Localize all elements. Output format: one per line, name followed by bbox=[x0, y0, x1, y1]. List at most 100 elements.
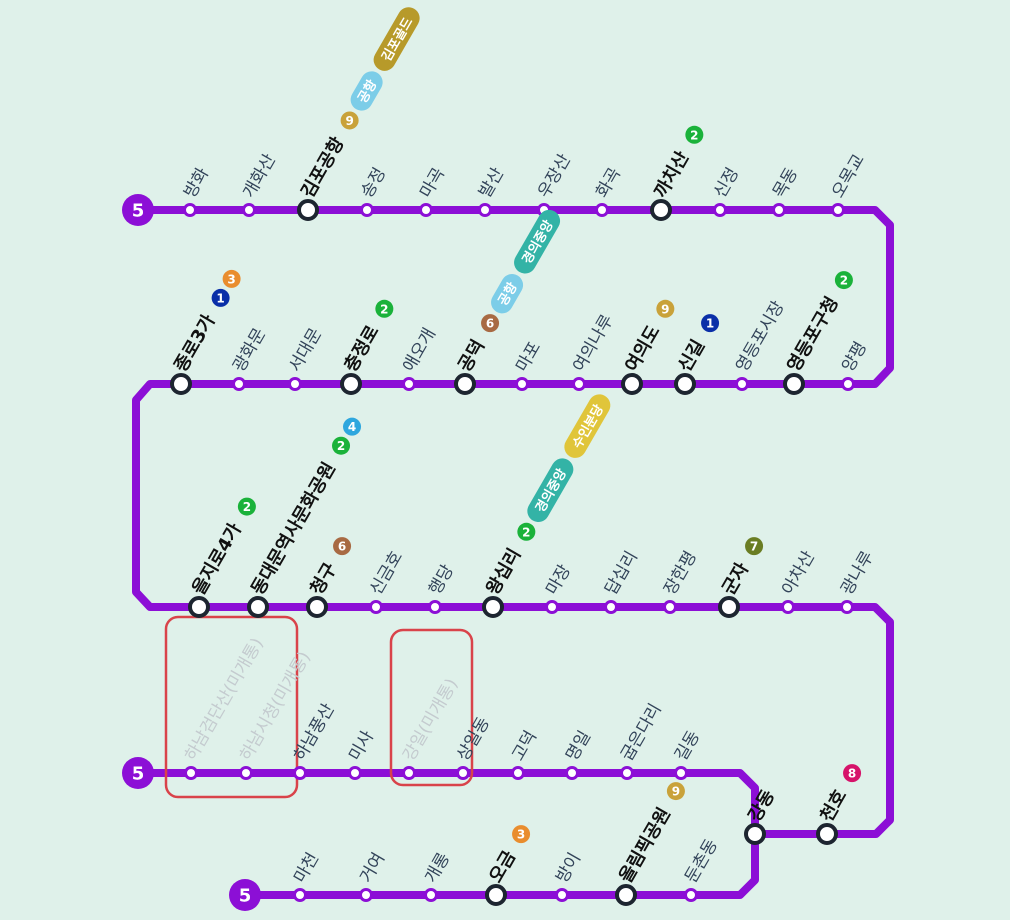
station-3-marker[interactable] bbox=[360, 203, 374, 217]
station-52-label: 오금 bbox=[485, 847, 520, 886]
station-41-marker[interactable] bbox=[293, 766, 307, 780]
station-35-label: 아차산 bbox=[778, 548, 819, 599]
station-46-marker[interactable] bbox=[565, 766, 579, 780]
station-18-marker[interactable] bbox=[515, 377, 529, 391]
station-1-marker[interactable] bbox=[242, 203, 256, 217]
station-50-marker[interactable] bbox=[615, 884, 637, 906]
station-7-marker[interactable] bbox=[595, 203, 609, 217]
station-17-marker[interactable] bbox=[572, 377, 586, 391]
station-29-label: 행당 bbox=[425, 561, 458, 598]
station-54-marker[interactable] bbox=[359, 888, 373, 902]
station-14-marker[interactable] bbox=[735, 377, 749, 391]
station-55-marker[interactable] bbox=[293, 888, 307, 902]
station-22-marker[interactable] bbox=[288, 377, 302, 391]
svg-text:왕십리: 왕십리 bbox=[482, 545, 525, 599]
svg-text:9: 9 bbox=[345, 114, 353, 128]
station-38-marker[interactable] bbox=[744, 823, 766, 845]
svg-text:길동: 길동 bbox=[671, 727, 704, 764]
station-45-marker[interactable] bbox=[511, 766, 525, 780]
station-28-marker[interactable] bbox=[369, 600, 383, 614]
station-53-marker[interactable] bbox=[424, 888, 438, 902]
station-16-marker[interactable] bbox=[621, 373, 643, 395]
station-39-marker[interactable] bbox=[184, 766, 198, 780]
transfer-badge-경의중앙: 경의중앙 bbox=[527, 458, 574, 522]
station-37-marker[interactable] bbox=[816, 823, 838, 845]
station-49-marker[interactable] bbox=[684, 888, 698, 902]
line-branch-upper-path bbox=[136, 769, 759, 838]
station-23-marker[interactable] bbox=[232, 377, 246, 391]
line-main-path bbox=[132, 206, 894, 838]
station-26-marker[interactable] bbox=[247, 596, 269, 618]
station-36-marker[interactable] bbox=[840, 600, 854, 614]
station-18-label: 마포 bbox=[512, 338, 545, 375]
transfer-badge-3: 3 bbox=[512, 825, 531, 844]
station-47-marker[interactable] bbox=[620, 766, 634, 780]
station-40-marker[interactable] bbox=[239, 766, 253, 780]
transfer-badge-9: 9 bbox=[656, 299, 675, 318]
station-0-marker[interactable] bbox=[183, 203, 197, 217]
svg-text:행당: 행당 bbox=[425, 561, 458, 598]
station-5-marker[interactable] bbox=[478, 203, 492, 217]
station-35-marker[interactable] bbox=[781, 600, 795, 614]
station-4-label: 마곡 bbox=[416, 164, 449, 201]
station-44-marker[interactable] bbox=[456, 766, 470, 780]
station-42-marker[interactable] bbox=[348, 766, 362, 780]
station-30-marker[interactable] bbox=[482, 596, 504, 618]
station-25-marker[interactable] bbox=[188, 596, 210, 618]
station-51-marker[interactable] bbox=[555, 888, 569, 902]
station-3-label: 송정 bbox=[357, 164, 390, 201]
svg-text:오금: 오금 bbox=[485, 847, 520, 886]
station-15-marker[interactable] bbox=[674, 373, 696, 395]
station-10-marker[interactable] bbox=[772, 203, 786, 217]
station-27-label: 청구 bbox=[306, 559, 341, 598]
station-20-marker[interactable] bbox=[402, 377, 416, 391]
station-9-marker[interactable] bbox=[713, 203, 727, 217]
station-52-marker[interactable] bbox=[485, 884, 507, 906]
station-34-marker[interactable] bbox=[718, 596, 740, 618]
svg-text:9: 9 bbox=[661, 302, 669, 316]
station-4-marker[interactable] bbox=[419, 203, 433, 217]
station-43-marker[interactable] bbox=[402, 766, 416, 780]
transfer-badge-2: 2 bbox=[834, 271, 853, 290]
station-29-marker[interactable] bbox=[428, 600, 442, 614]
station-12-label: 양평 bbox=[838, 338, 871, 375]
station-13-marker[interactable] bbox=[783, 373, 805, 395]
station-24-marker[interactable] bbox=[170, 373, 192, 395]
svg-text:우장산: 우장산 bbox=[534, 151, 575, 202]
station-11-marker[interactable] bbox=[831, 203, 845, 217]
station-33-marker[interactable] bbox=[663, 600, 677, 614]
transfer-badge-6: 6 bbox=[481, 314, 500, 333]
station-32-marker[interactable] bbox=[604, 600, 618, 614]
transfer-badge-2: 2 bbox=[375, 299, 394, 318]
station-46-label: 명일 bbox=[562, 727, 595, 764]
station-37-label: 천호 bbox=[816, 786, 851, 825]
station-48-label: 길동 bbox=[671, 727, 704, 764]
station-8-marker[interactable] bbox=[650, 199, 672, 221]
svg-text:송정: 송정 bbox=[357, 164, 390, 201]
svg-text:6: 6 bbox=[486, 317, 494, 331]
station-20-label: 애오개 bbox=[399, 325, 440, 376]
svg-text:신길: 신길 bbox=[673, 336, 709, 376]
station-43-label: 강일(미개통) bbox=[399, 675, 462, 764]
station-31-marker[interactable] bbox=[545, 600, 559, 614]
station-9-label: 신정 bbox=[710, 164, 743, 201]
svg-text:2: 2 bbox=[840, 274, 848, 288]
station-0-label: 방화 bbox=[180, 164, 213, 201]
station-53-label: 개롱 bbox=[421, 849, 454, 886]
svg-text:여의도: 여의도 bbox=[621, 322, 664, 376]
station-55-label: 마천 bbox=[290, 849, 323, 886]
station-48-marker[interactable] bbox=[674, 766, 688, 780]
station-51-label: 방이 bbox=[552, 849, 585, 886]
station-2-marker[interactable] bbox=[297, 199, 319, 221]
station-38-label: 강동 bbox=[744, 786, 779, 825]
station-33-label: 장한평 bbox=[660, 548, 701, 599]
station-27-marker[interactable] bbox=[306, 596, 328, 618]
station-12-marker[interactable] bbox=[841, 377, 855, 391]
station-21-marker[interactable] bbox=[340, 373, 362, 395]
station-19-marker[interactable] bbox=[454, 373, 476, 395]
svg-text:신정: 신정 bbox=[710, 164, 743, 201]
svg-text:강동: 강동 bbox=[744, 786, 779, 825]
svg-text:상일동: 상일동 bbox=[453, 714, 494, 765]
svg-text:공덕: 공덕 bbox=[454, 336, 489, 375]
